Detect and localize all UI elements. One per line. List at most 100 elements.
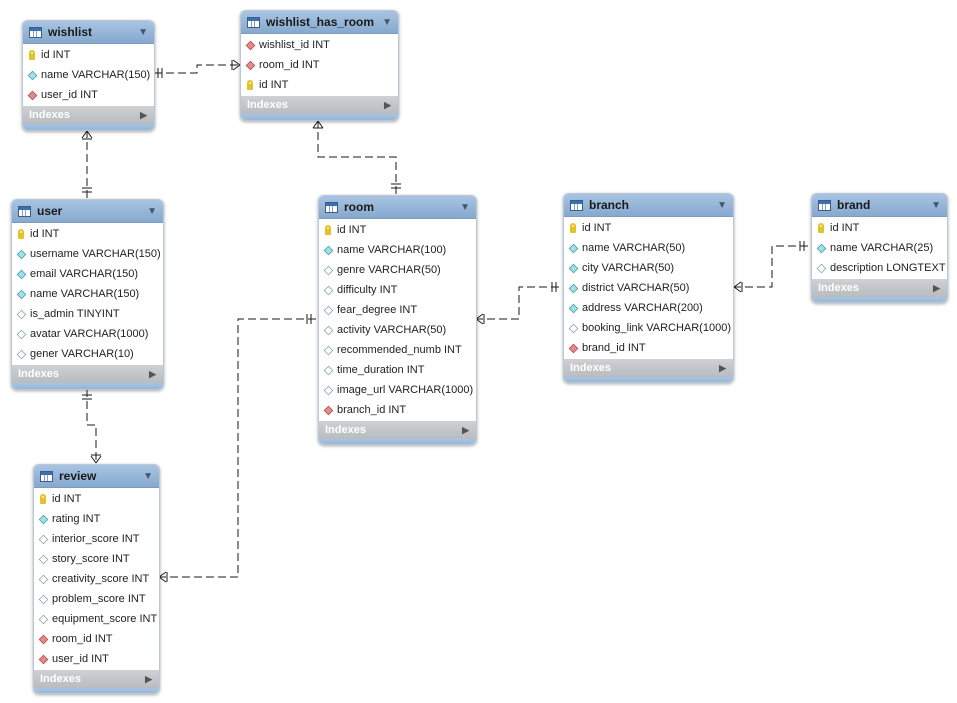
table-wishlist-has-room[interactable]: wishlist_has_room ▼ wishlist_id INT room_…: [240, 10, 399, 121]
column-row[interactable]: rating INT: [34, 509, 159, 529]
column-row[interactable]: fear_degree INT: [319, 300, 476, 320]
expand-arrow-icon[interactable]: ▶: [719, 362, 726, 373]
column-row[interactable]: genre VARCHAR(50): [319, 260, 476, 280]
indexes-section[interactable]: Indexes ▶: [564, 359, 733, 377]
table-header[interactable]: branch ▼: [564, 194, 733, 217]
column-row[interactable]: brand_id INT: [564, 338, 733, 358]
table-footer: [12, 383, 163, 389]
expand-arrow-icon[interactable]: ▶: [933, 282, 940, 293]
table-header[interactable]: brand ▼: [812, 194, 947, 217]
table-header[interactable]: user ▼: [12, 200, 163, 223]
column-row[interactable]: avatar VARCHAR(1000): [12, 324, 163, 344]
expand-arrow-icon[interactable]: ▶: [462, 424, 469, 435]
column-row[interactable]: address VARCHAR(200): [564, 298, 733, 318]
expand-arrow-icon[interactable]: ▶: [140, 109, 147, 120]
collapse-arrow-icon[interactable]: ▼: [138, 26, 148, 38]
collapse-arrow-icon[interactable]: ▼: [717, 199, 727, 211]
column-row[interactable]: image_url VARCHAR(1000): [319, 380, 476, 400]
column-row[interactable]: room_id INT: [241, 55, 398, 75]
column-row[interactable]: name VARCHAR(150): [12, 284, 163, 304]
primary-key-icon: [247, 80, 253, 90]
nullable-column-icon: [323, 265, 334, 275]
column-row[interactable]: district VARCHAR(50): [564, 278, 733, 298]
nullable-column-icon: [16, 309, 27, 319]
column-row[interactable]: id INT: [34, 489, 159, 509]
column-row[interactable]: id INT: [812, 218, 947, 238]
indexes-label: Indexes: [40, 673, 81, 685]
expand-arrow-icon[interactable]: ▶: [145, 673, 152, 684]
indexes-label: Indexes: [570, 362, 611, 374]
not-null-column-icon: [568, 263, 579, 273]
column-row[interactable]: name VARCHAR(50): [564, 238, 733, 258]
column-row[interactable]: booking_link VARCHAR(1000): [564, 318, 733, 338]
expand-arrow-icon[interactable]: ▶: [149, 368, 156, 379]
column-row[interactable]: problem_score INT: [34, 589, 159, 609]
collapse-arrow-icon[interactable]: ▼: [147, 205, 157, 217]
table-header[interactable]: review ▼: [34, 465, 159, 488]
indexes-section[interactable]: Indexes ▶: [23, 106, 154, 124]
expand-arrow-icon[interactable]: ▶: [384, 99, 391, 110]
column-label: room_id INT: [259, 59, 320, 71]
column-row[interactable]: city VARCHAR(50): [564, 258, 733, 278]
column-row[interactable]: username VARCHAR(150): [12, 244, 163, 264]
column-row[interactable]: id INT: [23, 45, 154, 65]
column-label: problem_score INT: [52, 593, 146, 605]
collapse-arrow-icon[interactable]: ▼: [931, 199, 941, 211]
column-row[interactable]: user_id INT: [23, 85, 154, 105]
column-row[interactable]: creativity_score INT: [34, 569, 159, 589]
table-header[interactable]: wishlist_has_room ▼: [241, 11, 398, 34]
foreign-key-icon: [568, 343, 579, 353]
indexes-section[interactable]: Indexes ▶: [319, 421, 476, 439]
not-null-column-icon: [816, 243, 827, 253]
column-row[interactable]: user_id INT: [34, 649, 159, 669]
nullable-column-icon: [568, 323, 579, 333]
collapse-arrow-icon[interactable]: ▼: [460, 201, 470, 213]
column-row[interactable]: name VARCHAR(100): [319, 240, 476, 260]
nullable-column-icon: [323, 305, 334, 315]
column-label: name VARCHAR(150): [30, 288, 140, 300]
table-header[interactable]: wishlist ▼: [23, 21, 154, 44]
column-row[interactable]: gener VARCHAR(10): [12, 344, 163, 364]
column-row[interactable]: activity VARCHAR(50): [319, 320, 476, 340]
column-label: user_id INT: [41, 89, 98, 101]
indexes-section[interactable]: Indexes ▶: [12, 365, 163, 383]
column-label: equipment_score INT: [52, 613, 158, 625]
column-row[interactable]: branch_id INT: [319, 400, 476, 420]
column-row[interactable]: time_duration INT: [319, 360, 476, 380]
column-row[interactable]: difficulty INT: [319, 280, 476, 300]
column-row[interactable]: is_admin TINYINT: [12, 304, 163, 324]
column-row[interactable]: recommended_numb INT: [319, 340, 476, 360]
column-row[interactable]: story_score INT: [34, 549, 159, 569]
column-label: fear_degree INT: [337, 304, 418, 316]
column-row[interactable]: description LONGTEXT: [812, 258, 947, 278]
column-row[interactable]: id INT: [564, 218, 733, 238]
foreign-key-icon: [38, 654, 49, 664]
collapse-arrow-icon[interactable]: ▼: [382, 16, 392, 28]
column-row[interactable]: id INT: [319, 220, 476, 240]
column-row[interactable]: equipment_score INT: [34, 609, 159, 629]
column-row[interactable]: name VARCHAR(25): [812, 238, 947, 258]
indexes-section[interactable]: Indexes ▶: [34, 670, 159, 688]
table-header[interactable]: room ▼: [319, 196, 476, 219]
column-row[interactable]: name VARCHAR(150): [23, 65, 154, 85]
column-row[interactable]: email VARCHAR(150): [12, 264, 163, 284]
collapse-arrow-icon[interactable]: ▼: [143, 470, 153, 482]
indexes-section[interactable]: Indexes ▶: [241, 96, 398, 114]
column-row[interactable]: id INT: [12, 224, 163, 244]
nullable-column-icon: [323, 325, 334, 335]
table-icon: [818, 199, 831, 211]
column-row[interactable]: room_id INT: [34, 629, 159, 649]
indexes-section[interactable]: Indexes ▶: [812, 279, 947, 297]
column-row[interactable]: interior_score INT: [34, 529, 159, 549]
column-row[interactable]: id INT: [241, 75, 398, 95]
column-row[interactable]: wishlist_id INT: [241, 35, 398, 55]
